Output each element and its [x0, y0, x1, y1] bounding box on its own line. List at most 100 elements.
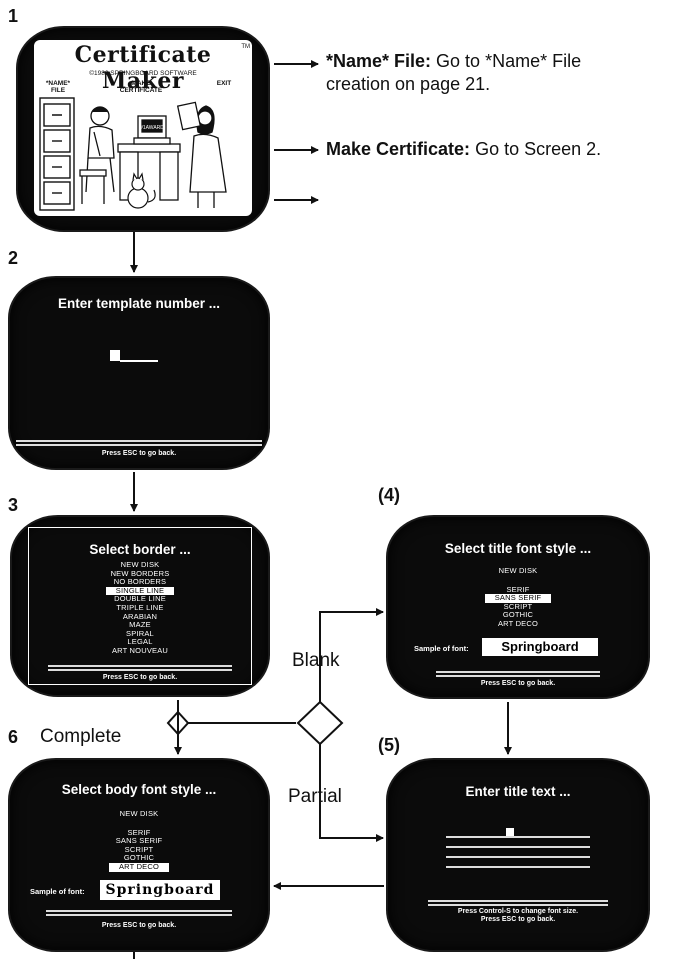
arrow-partial-to-screen5	[319, 744, 384, 842]
callout-make-certificate: Make Certificate: Go to Screen 2.	[326, 138, 692, 161]
title-font-sample: Springboard	[482, 638, 598, 656]
menu-item-make-certificate[interactable]: MAKE CERTIFICATE	[119, 80, 163, 94]
screen-2-divider-top	[16, 440, 262, 442]
menu-option[interactable]: NEW DISK	[388, 566, 648, 576]
screen-4-divider-top	[436, 671, 600, 673]
menu-item-exit[interactable]: EXIT	[216, 80, 232, 87]
menu-option[interactable]: SCRIPT	[388, 601, 648, 612]
step-number-2: 2	[8, 248, 19, 268]
screen-3-divider-bottom	[48, 669, 232, 671]
menu-option[interactable]: SPIRAL	[12, 628, 268, 639]
callout-make-certificate-title: Make Certificate:	[326, 139, 471, 159]
menu-option-label: ART NOUVEAU	[111, 645, 169, 655]
screen-5-title-text: Enter title text ... Press Control-S to …	[388, 760, 648, 950]
screen-3-divider-top	[48, 665, 232, 667]
screen-4-esc-hint: Press ESC to go back.	[480, 680, 556, 687]
template-input-line	[120, 360, 158, 362]
menu-option[interactable]: SERIF	[388, 584, 648, 595]
menu-option[interactable]: GOTHIC	[10, 854, 268, 863]
screen-3-esc-hint: Press ESC to go back.	[102, 674, 178, 681]
step-number-1: 1	[8, 6, 19, 26]
callout-name-file: *Name* File: Go to *Name* File creation …	[326, 50, 686, 96]
menu-option-label: NEW DISK	[120, 560, 160, 569]
decision-diamond	[296, 700, 344, 746]
menu-option[interactable]: NO BORDERS	[12, 577, 268, 587]
title-font-sample-label: Sample of font:	[414, 644, 469, 653]
menu-option[interactable]: ART NOUVEAU	[12, 645, 268, 656]
screen-3-border-frame	[28, 527, 252, 685]
title-text-line-3[interactable]	[446, 856, 590, 858]
menu-option-label: SERIF	[506, 584, 530, 594]
screen-2-template-number: Enter template number ... Press ESC to g…	[10, 278, 268, 468]
step-number-4: (4)	[378, 485, 400, 505]
office-illustration: #1AWARD	[39, 97, 227, 211]
menu-option-selected-label: SANS SERIF	[484, 594, 552, 603]
menu-option-label: TRIPLE LINE	[116, 602, 164, 612]
title-text-line-1[interactable]	[446, 836, 590, 838]
menu-option-selected-label: SINGLE LINE	[105, 586, 175, 596]
callout-make-certificate-text: Go to Screen 2.	[470, 139, 602, 159]
menu-option[interactable]: NEW DISK	[10, 809, 268, 819]
step-number-3: 3	[8, 495, 19, 515]
screen-6-divider-bottom	[46, 914, 232, 916]
menu-item-name-file[interactable]: *NAME* FILE	[45, 80, 71, 94]
screen-5-esc-hint: Press ESC to go back.	[480, 916, 556, 923]
menu-option[interactable]: NEW BORDERS	[12, 569, 268, 579]
menu-option-label: SCRIPT	[503, 601, 533, 611]
menu-option-label: GOTHIC	[502, 610, 534, 620]
menu-option-label: MAZE	[129, 620, 151, 630]
screen-3-title: Select border ...	[89, 542, 191, 557]
menu-option-label: ARABIAN	[122, 611, 158, 621]
template-input-cursor[interactable]	[110, 350, 120, 361]
title-text-line-4[interactable]	[446, 866, 590, 868]
menu-option[interactable]: MAZE	[12, 620, 268, 630]
menu-option-label: GOTHIC	[123, 853, 155, 863]
screen-4-divider-bottom	[436, 675, 600, 677]
menu-option-label: ART DECO	[497, 618, 539, 628]
menu-option[interactable]: ART DECO	[10, 862, 268, 872]
menu-option[interactable]: GOTHIC	[388, 611, 648, 620]
body-font-sample-label: Sample of font:	[30, 887, 85, 896]
menu-option[interactable]: NEW DISK	[12, 560, 268, 570]
title-text-cursor[interactable]	[506, 828, 514, 836]
callout-name-file-text-2: creation on page 21.	[326, 74, 491, 94]
menu-option[interactable]: SCRIPT	[10, 844, 268, 855]
screen-1-main-menu: Certificate Maker TM ©1986 SPRINGBOARD S…	[18, 28, 268, 230]
flow-label-blank: Blank	[292, 650, 340, 671]
menu-option[interactable]: TRIPLE LINE	[12, 602, 268, 613]
screen-2-esc-hint: Press ESC to go back.	[101, 450, 177, 457]
menu-option-label: NEW DISK	[119, 809, 159, 818]
menu-option-label: SPIRAL	[126, 628, 154, 638]
menu-option[interactable]: SERIF	[10, 828, 268, 838]
screen-6-divider-top	[46, 910, 232, 912]
screen-5-title: Enter title text ...	[465, 784, 571, 799]
screen-2-title: Enter template number ...	[57, 296, 221, 311]
man-figure-icon	[79, 106, 115, 204]
menu-option[interactable]: LEGAL	[12, 638, 268, 647]
woman-figure-icon	[176, 101, 227, 208]
menu-option[interactable]: ART DECO	[388, 618, 648, 629]
menu-option-label: SCRIPT	[124, 844, 154, 854]
filing-cabinet-icon	[39, 97, 75, 211]
menu-option[interactable]: SINGLE LINE	[12, 586, 268, 596]
flow-label-complete: Complete	[40, 726, 122, 747]
screen-5-font-size-hint: Press Control-S to change font size.	[457, 908, 579, 915]
arrow-blank-to-screen4	[319, 608, 384, 702]
menu-option-label: NEW DISK	[498, 566, 538, 575]
screen-1-display: Certificate Maker TM ©1986 SPRINGBOARD S…	[34, 40, 252, 216]
certificate-maker-logo: Certificate Maker	[74, 42, 212, 94]
menu-option[interactable]: SANS SERIF	[388, 594, 648, 603]
menu-option[interactable]: DOUBLE LINE	[12, 595, 268, 604]
title-text-line-2[interactable]	[446, 846, 590, 848]
callout-name-file-title: *Name* File:	[326, 51, 432, 71]
callout-name-file-text-1: Go to *Name* File	[431, 51, 582, 71]
menu-option-selected-label: ART DECO	[108, 862, 170, 872]
menu-option[interactable]: ARABIAN	[12, 611, 268, 622]
trademark-mark: TM	[241, 44, 250, 50]
menu-option[interactable]: SANS SERIF	[10, 836, 268, 846]
